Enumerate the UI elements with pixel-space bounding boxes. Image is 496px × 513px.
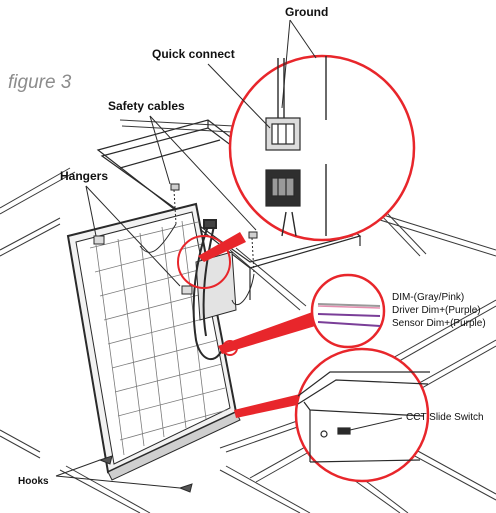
callout-connectors: [198, 232, 322, 418]
label-quick-connect: Quick connect: [152, 47, 235, 61]
wire-label-dim-minus: DIM-(Gray/Pink): [392, 292, 464, 303]
safety-cables: [139, 183, 258, 306]
wire-label-driver-dim-plus: Driver Dim+(Purple): [392, 305, 481, 316]
wire-label-sensor-dim-plus: Sensor Dim+(Purple): [392, 318, 486, 329]
figure-label: figure 3: [8, 72, 72, 93]
wire-marker: [222, 340, 238, 356]
cct-leader: [349, 417, 403, 431]
led-panel: [66, 202, 241, 481]
cct-switch-detail: [294, 347, 430, 483]
label-hooks: Hooks: [18, 476, 49, 487]
leader-lines: [55, 19, 317, 489]
quick-connect-marker: [177, 235, 231, 289]
label-safety-cables: Safety cables: [108, 99, 185, 113]
quick-connect-detail: [228, 54, 416, 242]
label-hangers: Hangers: [60, 169, 108, 183]
label-ground: Ground: [285, 5, 328, 19]
hooks: [98, 455, 193, 493]
wire-detail: [310, 273, 386, 349]
label-cct-slide-switch: CCT Slide Switch: [406, 412, 484, 423]
hangers: [93, 235, 193, 295]
